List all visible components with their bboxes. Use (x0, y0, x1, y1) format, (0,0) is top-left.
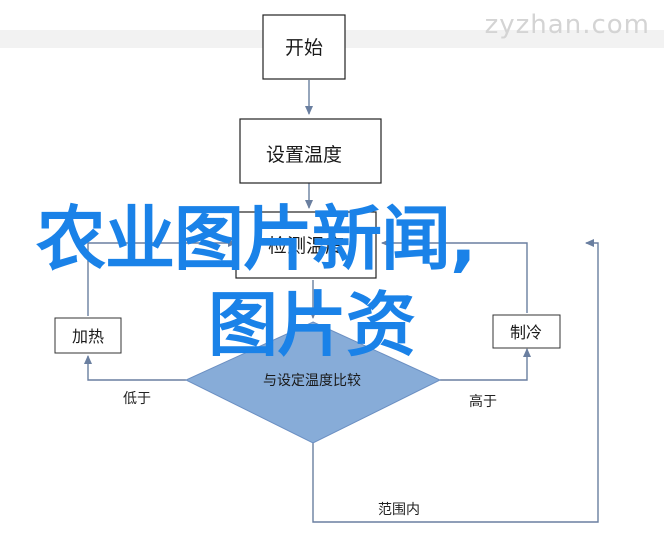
low-label: 低于 (123, 391, 151, 407)
compare-label: 与设定温度比较 (263, 373, 361, 389)
edge-cool-to-measure (381, 239, 528, 313)
heat-label: 加热 (72, 327, 104, 346)
edge-compare-in-range (312, 239, 599, 523)
set-temp-node (239, 118, 382, 184)
site-watermark: zyzhan.com (484, 10, 650, 40)
cool-node (492, 314, 561, 349)
high-label: 高于 (469, 393, 497, 410)
overlay-title: 农业图片新闻, 图片资 (36, 196, 636, 368)
overlay-title-line2: 图片资 (208, 284, 416, 366)
measure-label: 检测温度 (268, 235, 344, 257)
set-temp-label: 设置温度 (266, 144, 342, 166)
edge-compare-to-heat (84, 355, 186, 381)
measure-node (235, 211, 377, 279)
in-range-label: 范围内 (378, 501, 420, 518)
cool-label: 制冷 (510, 323, 542, 342)
compare-decision (184, 321, 442, 444)
start-node (262, 14, 346, 80)
overlay-title-line1: 农业图片新闻, (36, 198, 477, 280)
edge-compare-to-cool (440, 348, 531, 381)
start-label: 开始 (285, 37, 323, 59)
edge-heat-to-measure (87, 239, 237, 316)
heat-node (54, 317, 122, 354)
